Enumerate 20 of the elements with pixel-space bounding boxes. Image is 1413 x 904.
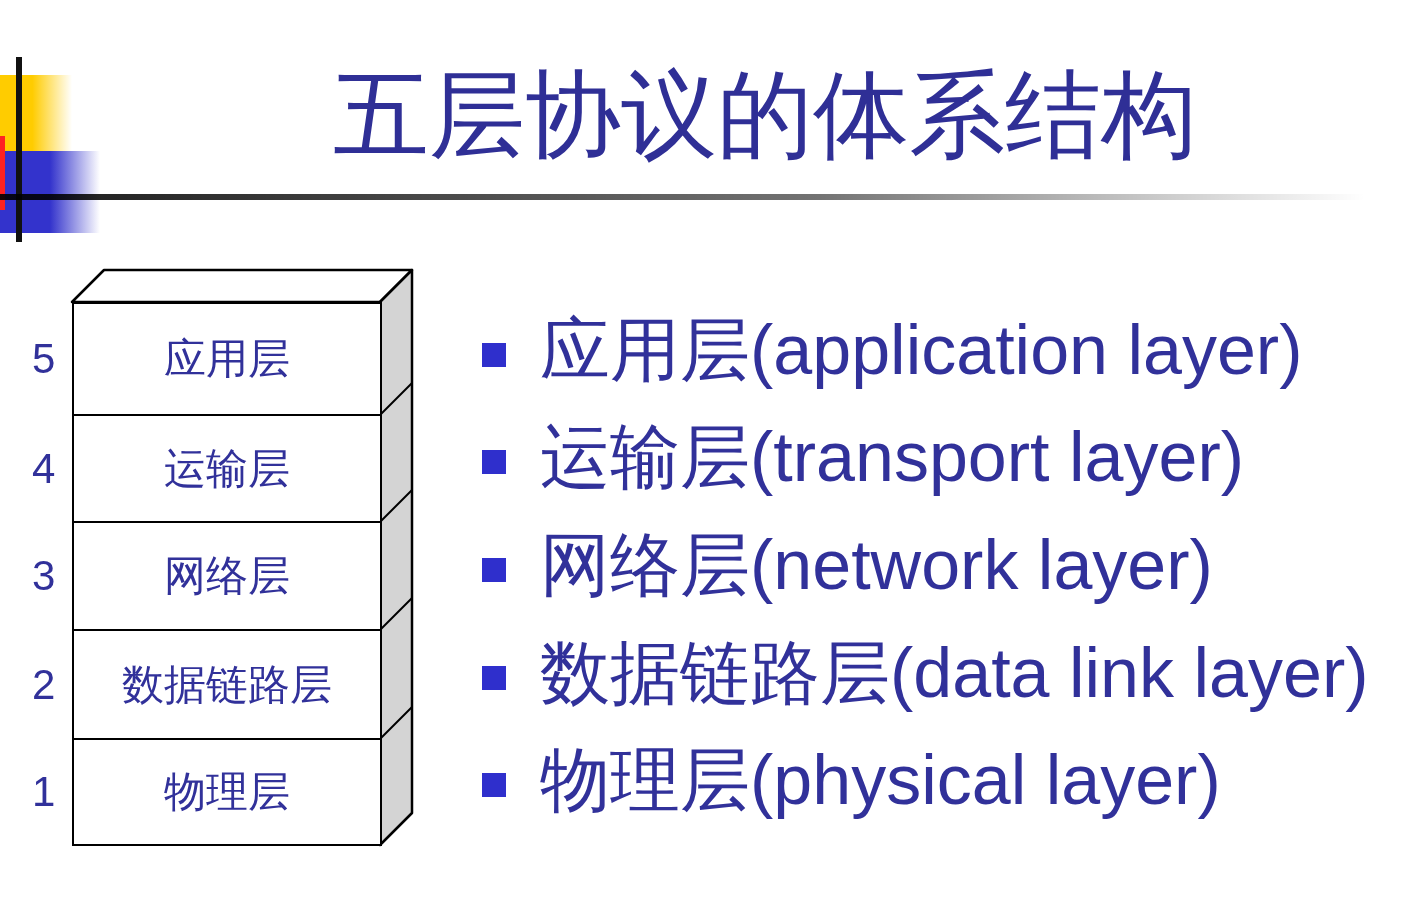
layer-number: 1: [32, 769, 56, 815]
list-item: 网络层(network layer): [540, 525, 1213, 605]
list-item: 运输层(transport layer): [540, 417, 1245, 497]
layer-box: [72, 521, 382, 631]
list-item: 数据链路层(data link layer): [540, 633, 1369, 713]
layer-box: [72, 738, 382, 846]
layer-number: 2: [32, 661, 56, 708]
list-item: 物理层(physical layer): [540, 740, 1221, 820]
list-item: 应用层(application layer): [540, 310, 1303, 390]
layer-name: 物理层: [164, 769, 290, 815]
layer-number: 4: [32, 445, 56, 492]
layer-name: 运输层: [164, 445, 290, 492]
layer-box: [72, 414, 382, 523]
layer-name: 数据链路层: [122, 661, 332, 708]
layer-box: [72, 629, 382, 740]
slide-title: 五层协议的体系结构: [333, 67, 1197, 163]
layer-name: 应用层: [164, 336, 290, 382]
layer-number: 5: [32, 336, 56, 382]
layer-name: 网络层: [164, 553, 290, 599]
layer-number: 3: [32, 553, 56, 599]
